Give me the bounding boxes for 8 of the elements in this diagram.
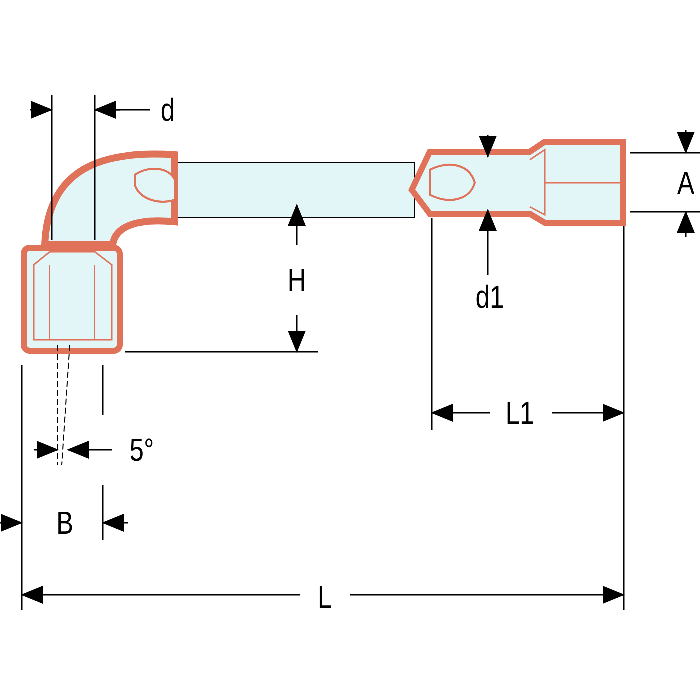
- dimension-label: d1: [476, 281, 504, 313]
- dimension-label: A: [677, 167, 695, 199]
- dimension-label: L: [318, 581, 332, 613]
- dimension-label: H: [288, 264, 306, 296]
- dimension-label: d: [160, 94, 176, 126]
- dimension-label: B: [56, 507, 74, 539]
- dimension-label: L1: [506, 397, 534, 429]
- dimension-label: 5°: [130, 434, 154, 466]
